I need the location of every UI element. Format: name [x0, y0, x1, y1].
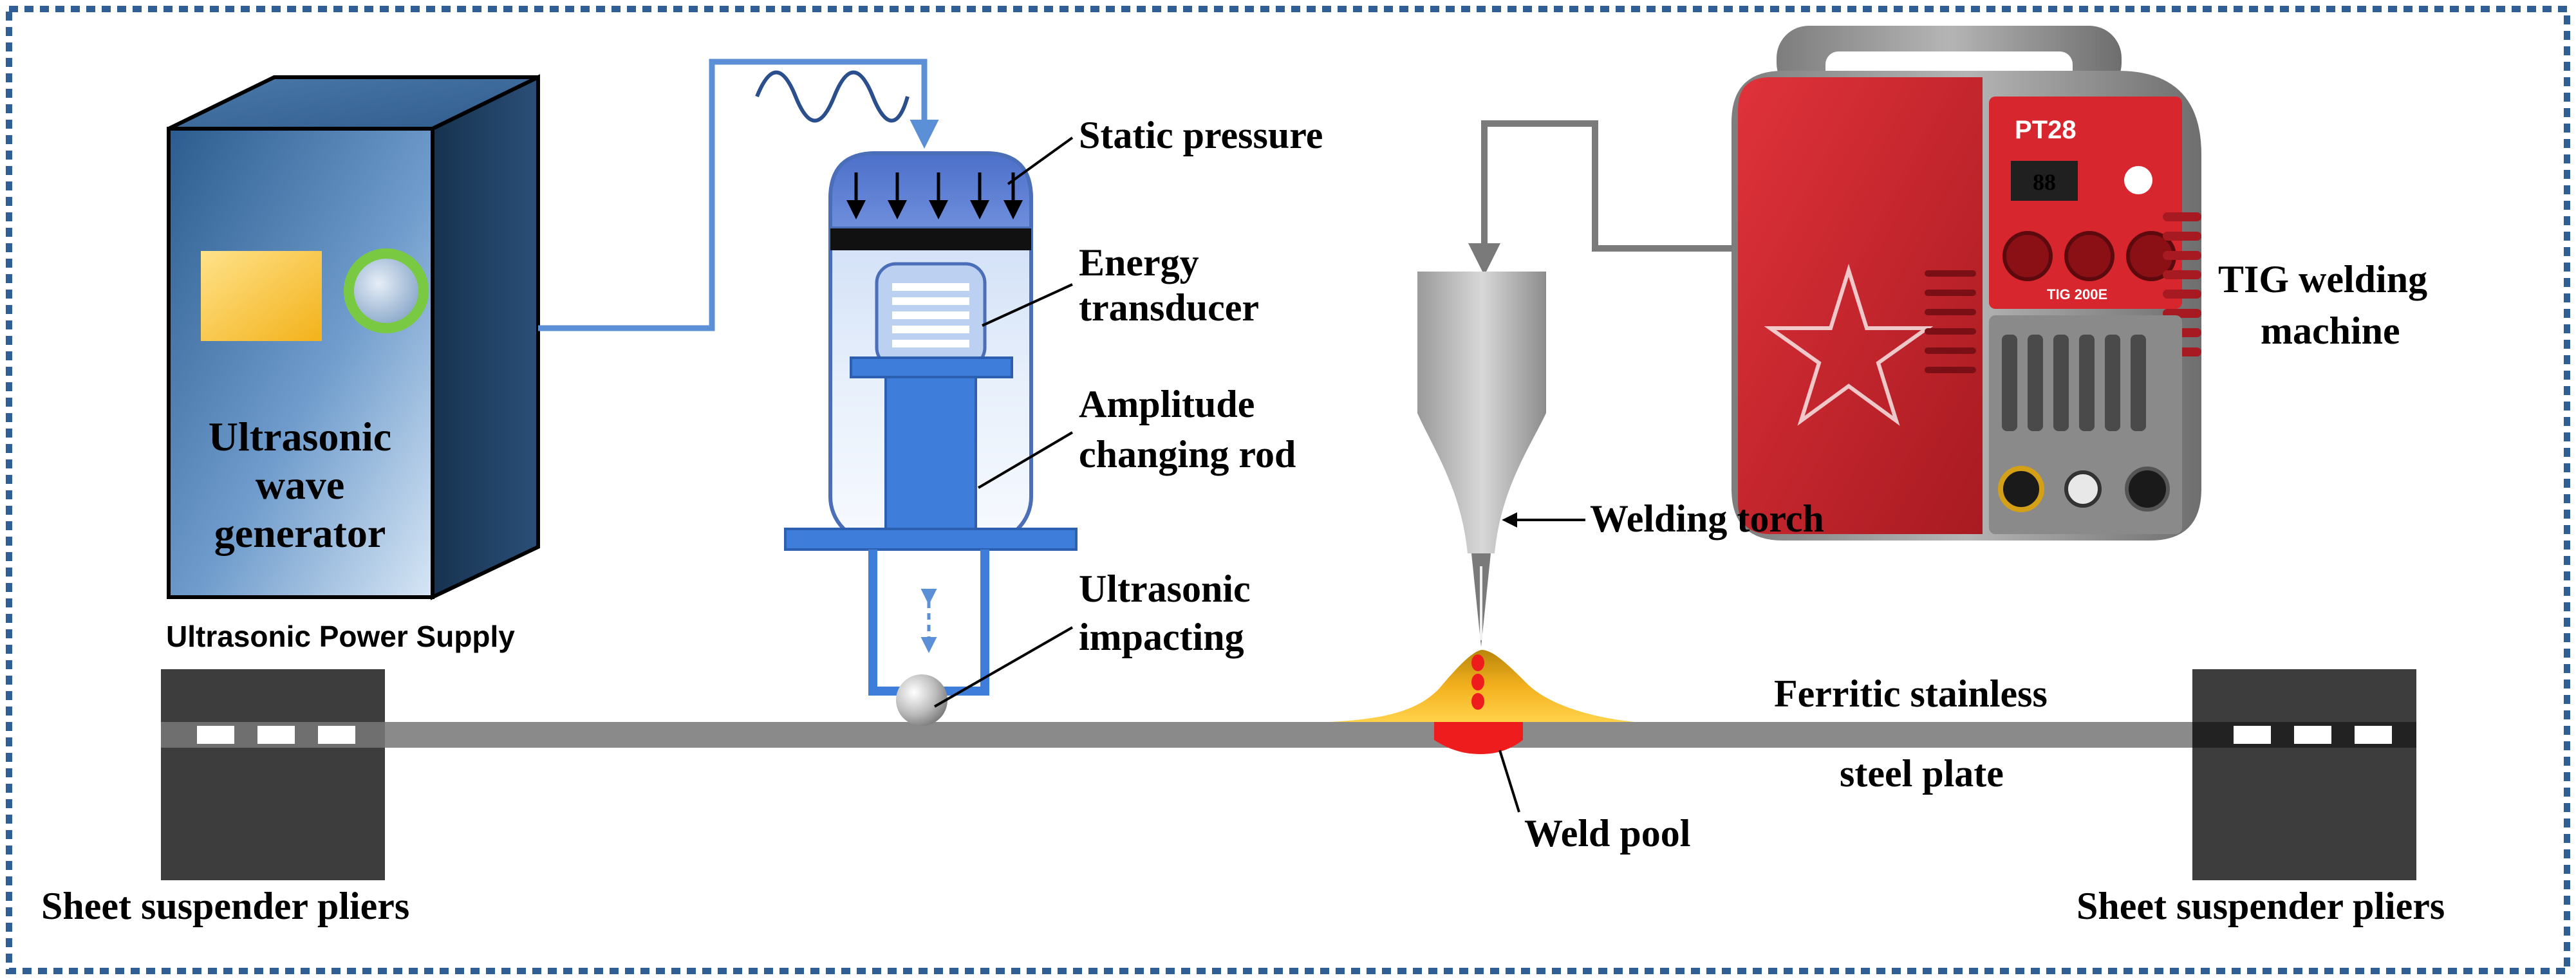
machine-star	[1764, 263, 1934, 426]
weld-pool-label: Weld pool	[1524, 812, 1690, 855]
steel-plate-label-line1: Ferritic stainless	[1774, 672, 2048, 715]
tig-machine-label-line1: TIG welding	[2218, 258, 2427, 300]
ultrasonic-impacting-label-line1: Ultrasonic	[1079, 568, 1251, 610]
ultrasonic-impacting-label-line2: impacting	[1079, 616, 1244, 658]
generator-label-line3: generator	[214, 510, 386, 556]
tig-welding-machine: PT28 88 TIG 200E	[1731, 26, 2201, 541]
weld-pool-shape	[1434, 722, 1523, 754]
generator-display	[201, 251, 322, 341]
machine-display	[2011, 161, 2078, 201]
machine-panel-text: TIG 200E	[2047, 286, 2107, 302]
impact-guide	[868, 550, 989, 696]
pressure-plate	[830, 228, 1031, 250]
generator-knob	[344, 248, 429, 333]
pressure-arrows	[846, 172, 1023, 219]
ultrasonic-wave-icon	[755, 70, 910, 123]
generator-label-line2: wave	[256, 462, 345, 508]
right-pliers-label: Sheet suspender pliers	[2077, 885, 2445, 927]
generator-front	[167, 127, 434, 599]
right-sheet-pliers	[2192, 669, 2416, 880]
mounting-plate	[784, 528, 1078, 551]
machine-brand-text: PT28	[2015, 116, 2077, 144]
welding-torch-label: Welding torch	[1590, 497, 1824, 540]
transducer-flange	[850, 356, 1013, 378]
steel-plate	[161, 722, 2195, 748]
energy-transducer-label-line2: transducer	[1079, 286, 1259, 329]
impact-ball	[896, 674, 947, 726]
static-pressure-label: Static pressure	[1079, 114, 1323, 156]
torch-nozzle	[1417, 413, 1546, 553]
svg-text:88: 88	[2033, 169, 2056, 195]
machine-knobs	[2002, 231, 2176, 281]
transducer-stack	[892, 283, 969, 347]
torch-cable	[1468, 120, 1731, 275]
signal-cable	[538, 59, 939, 331]
pressure-cap	[828, 151, 1033, 230]
generator-label-line1: Ultrasonic	[209, 414, 391, 459]
welding-torch	[1417, 120, 1731, 647]
machine-sockets	[1998, 466, 2170, 512]
steel-plate-label-line2: steel plate	[1840, 752, 2004, 795]
amplitude-rod-label-line1: Amplitude	[1079, 383, 1255, 425]
ultrasonic-transducer-assembly	[784, 151, 1078, 696]
power-supply-label: Ultrasonic Power Supply	[166, 620, 515, 653]
energy-transducer-label-line1: Energy	[1079, 241, 1199, 284]
machine-switch	[2124, 166, 2152, 194]
amplitude-rod-label-line2: changing rod	[1079, 433, 1296, 476]
leader-lines	[934, 136, 1585, 813]
machine-vents	[1925, 270, 1976, 373]
tig-machine-label-line2: machine	[2261, 310, 2400, 352]
ultrasonic-generator: Ultrasonic wave generator	[167, 74, 540, 600]
torch-handle	[1417, 272, 1546, 413]
left-sheet-pliers	[161, 669, 385, 880]
generator-side	[431, 74, 540, 600]
amplitude-rod	[884, 376, 977, 530]
weld-droplets	[1471, 654, 1484, 710]
left-pliers-label: Sheet suspender pliers	[41, 885, 409, 927]
machine-grille	[2002, 335, 2146, 431]
